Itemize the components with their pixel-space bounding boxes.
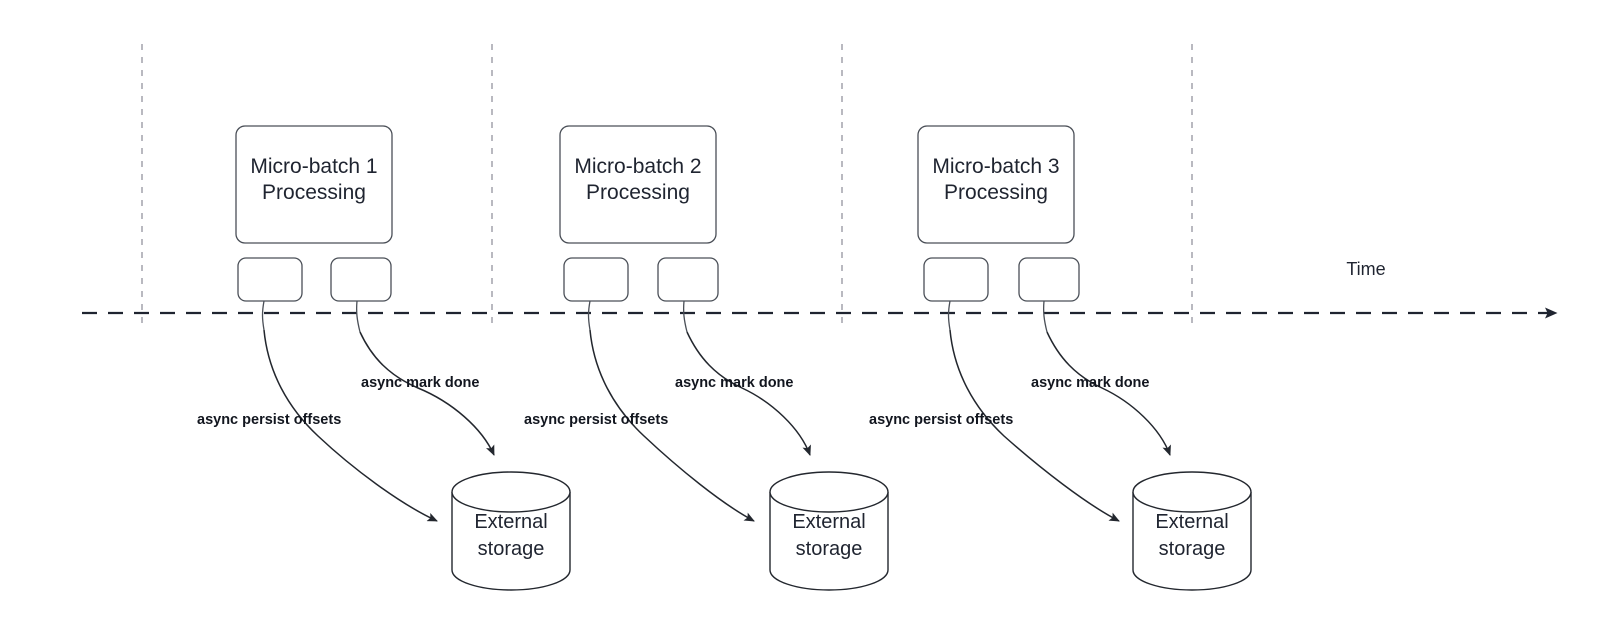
micro-batch-3-task-box-right[interactable] (1018, 257, 1080, 302)
micro-batch-3-title-line2: Processing (944, 181, 1048, 204)
external-storage-2-label-line2: storage (796, 538, 863, 560)
micro-batch-3-title-line1: Micro-batch 3 (932, 155, 1059, 178)
external-storage-1-body (451, 492, 571, 591)
external-storage-1-label-line1: External (474, 511, 547, 533)
edge-label-mark-done-2: async mark done (675, 375, 793, 391)
edge-label-persist-offsets-2: async persist offsets (524, 412, 668, 428)
micro-batch-2-box[interactable] (559, 125, 717, 244)
edge-persist-offsets-2 (589, 329, 755, 522)
micro-batch-2-stem-right (682, 300, 688, 333)
micro-batch-1-stem-left (261, 300, 265, 331)
micro-batch-1-title-line2: Processing (262, 181, 366, 204)
external-storage-3-label-line2: storage (1159, 538, 1226, 560)
edge-label-mark-done-1: async mark done (361, 375, 479, 391)
external-storage-1[interactable]: External storage (451, 471, 571, 591)
external-storage-3[interactable]: External storage (1132, 471, 1252, 591)
micro-batch-3-stem-left (947, 300, 951, 331)
external-storage-1-label-line2: storage (478, 538, 545, 560)
external-storage-2-label-line1: External (792, 511, 865, 533)
micro-batch-3-box[interactable] (917, 125, 1075, 244)
edge-persist-offsets-1 (263, 329, 438, 522)
edge-mark-done-2 (686, 331, 811, 456)
external-storage-3-top (1132, 471, 1252, 513)
micro-batch-1-title-line1: Micro-batch 1 (250, 155, 377, 178)
micro-batch-2-stem-left (587, 300, 591, 331)
external-storage-2-top (769, 471, 889, 513)
micro-batch-1-box[interactable] (235, 125, 393, 244)
micro-batch-1-task-box-left[interactable] (237, 257, 303, 302)
batch-group-1: Micro-batch 1 Processing async persist o… (197, 125, 571, 591)
micro-batch-2-task-box-right[interactable] (657, 257, 719, 302)
micro-batch-1-stem-right (355, 300, 361, 333)
external-storage-2-body (769, 492, 889, 591)
micro-batch-2-task-box-left[interactable] (563, 257, 629, 302)
micro-batch-3-stem-right (1042, 300, 1048, 333)
edge-label-persist-offsets-3: async persist offsets (869, 412, 1013, 428)
edge-mark-done-1 (359, 331, 495, 456)
batch-group-3: Micro-batch 3 Processing async persist o… (869, 125, 1252, 591)
micro-batch-2-title-line1: Micro-batch 2 (574, 155, 701, 178)
time-axis: Time (82, 259, 1558, 319)
timeline-boundary-guides (141, 44, 1193, 326)
external-storage-3-label-line1: External (1155, 511, 1228, 533)
external-storage-2[interactable]: External storage (769, 471, 889, 591)
external-storage-1-top (451, 471, 571, 513)
time-axis-label: Time (1346, 259, 1385, 279)
micro-batch-3-task-box-left[interactable] (923, 257, 989, 302)
edge-label-persist-offsets-1: async persist offsets (197, 412, 341, 428)
batch-group-2: Micro-batch 2 Processing async persist o… (524, 125, 889, 591)
micro-batch-2-title-line2: Processing (586, 181, 690, 204)
edge-persist-offsets-3 (949, 329, 1120, 522)
micro-batch-1-task-box-right[interactable] (330, 257, 392, 302)
edge-mark-done-3 (1046, 331, 1171, 456)
external-storage-3-body (1132, 492, 1252, 591)
edge-label-mark-done-3: async mark done (1031, 375, 1149, 391)
